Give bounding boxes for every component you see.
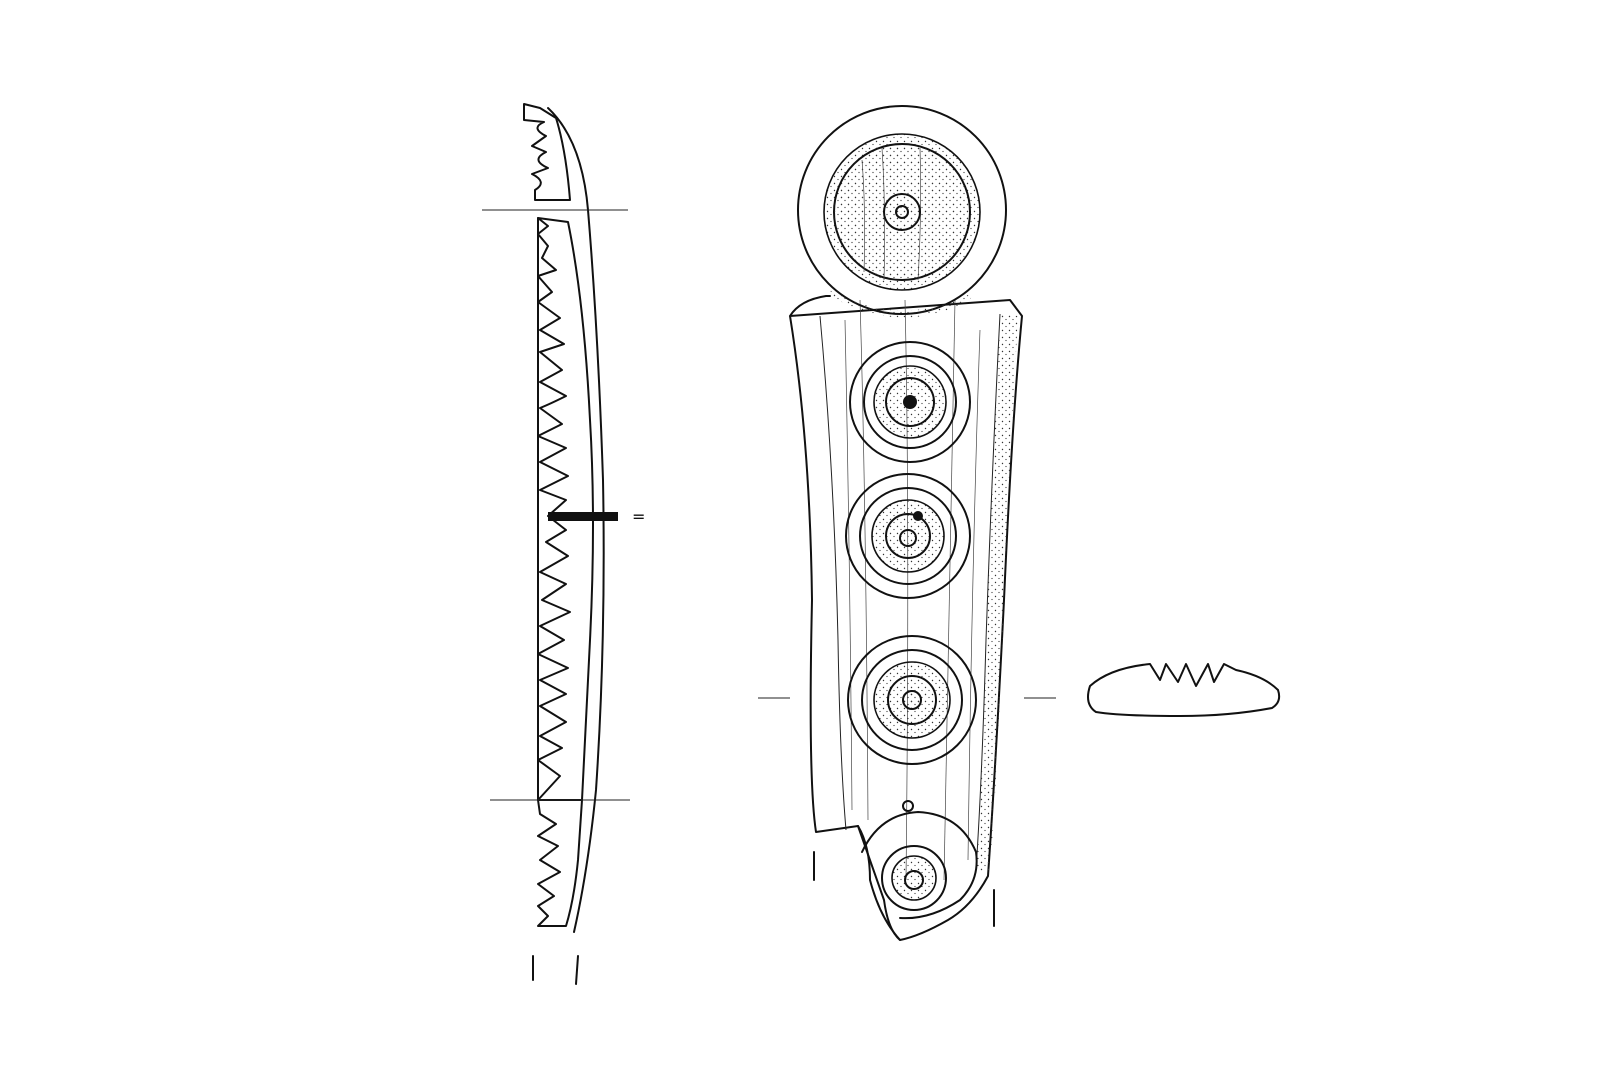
ring-motif-1 [849, 341, 971, 463]
section-marker: = [632, 507, 645, 526]
cross-section-shape [1087, 663, 1281, 717]
cross-section-view [1087, 663, 1281, 717]
front-view [758, 105, 1056, 941]
side-tick-right [575, 955, 579, 985]
top-disc-center-dot [895, 205, 909, 219]
ring-motif-2-dot [899, 529, 917, 547]
side-view-hatched-body [537, 217, 594, 801]
top-disc-stipple-fill [834, 144, 970, 280]
side-view-outer-profile [547, 107, 605, 933]
ring-motif-2-extra-dot [913, 511, 923, 521]
side-view-serrated-edge [537, 217, 571, 801]
top-disc-center-ring [883, 193, 921, 231]
side-view-bottom-segment [537, 799, 583, 927]
top-disc [797, 105, 1007, 318]
ring-motif-2 [845, 473, 971, 599]
partial-bottom-motif [857, 811, 978, 941]
ring-motif-3 [847, 635, 977, 765]
ring-motif-3-dot [902, 690, 922, 710]
front-plate-bevel-left [819, 315, 847, 831]
small-hole [902, 800, 914, 812]
ring-motif-1-dot [903, 395, 917, 409]
side-section-view: = [482, 103, 645, 985]
side-view-top-segment [523, 103, 571, 201]
partial-bottom-motif-dot [904, 870, 924, 890]
section-indicator-bar [548, 512, 618, 521]
top-disc-lower-stipple [830, 290, 974, 318]
front-plate-right-stipple [976, 314, 1018, 872]
